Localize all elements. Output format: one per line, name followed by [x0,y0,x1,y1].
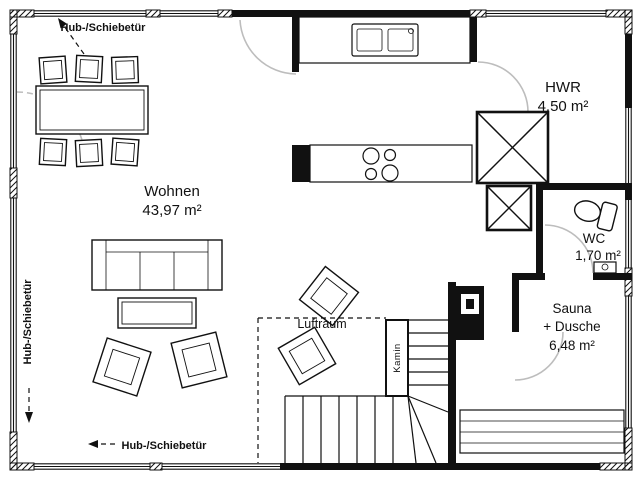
chair [74,138,104,168]
stove-burners [362,147,399,182]
stairs [284,319,449,464]
window-right-sauna [625,296,632,428]
armchair [277,326,337,386]
dining-table [35,85,149,135]
label-room-hwr: HWR [545,79,581,96]
chair [74,54,104,84]
window-top-left-2 [160,10,218,17]
kitchen-sink [351,23,419,57]
sauna-benches [459,409,625,454]
label-room-wohnen-area: 43,97 m² [142,202,201,219]
chair [38,137,68,167]
label-luftraum: Luftraum [297,317,346,331]
luftraum-boundary [257,317,386,463]
armchair [298,265,360,327]
label-room-hwr-area: 4,50 m² [538,98,589,115]
window-right-hwr [625,108,632,188]
labels: Hub-/Schiebetür Hub-/Schiebetür Hub-/Sch… [22,22,621,452]
arrow-left-door [25,388,33,423]
arrow-bottom-door [88,440,115,448]
label-room-wc-area: 1,70 m² [575,248,621,263]
shaft-small [485,184,533,232]
chair [38,55,68,85]
armchair [170,331,228,389]
windows [10,10,632,470]
window-bottom [34,463,280,470]
label-door-top: Hub-/Schiebetür [61,22,147,34]
window-left-upper [10,34,17,168]
chair [110,55,140,85]
label-room-wc: WC [583,231,606,246]
window-right-wc [625,200,632,268]
armchair [92,337,152,397]
window-top-right [486,10,606,17]
chair [110,137,140,167]
kitchen-counter [298,16,471,64]
shaft-large [475,110,550,185]
hwr-door-swing [477,61,529,113]
washbasin [593,261,617,274]
kitchen [298,16,473,183]
entry-door-swing [239,19,297,75]
toilet [573,200,618,232]
sauna-heater [456,286,484,340]
label-room-sauna-2: + Dusche [543,319,600,334]
label-room-wohnen: Wohnen [144,183,200,200]
window-left-lower [10,198,17,432]
coffee-table [117,297,197,329]
label-kamin: Kamin [392,343,403,372]
label-door-bottom: Hub-/Schiebetür [122,440,208,452]
window-top-left [34,10,146,17]
sauna-door-swing [514,331,564,381]
sofa [91,239,223,291]
label-room-sauna: Sauna [552,301,592,316]
label-room-sauna-area: 6,48 m² [549,338,595,353]
wc-door-swing [544,224,594,274]
label-door-left: Hub-/Schiebetür [22,279,34,365]
interior-walls [292,17,632,463]
arrow-top-door [58,18,85,55]
kitchen-island [309,144,473,183]
dining-chairs [38,54,140,168]
exterior-walls [9,9,633,471]
